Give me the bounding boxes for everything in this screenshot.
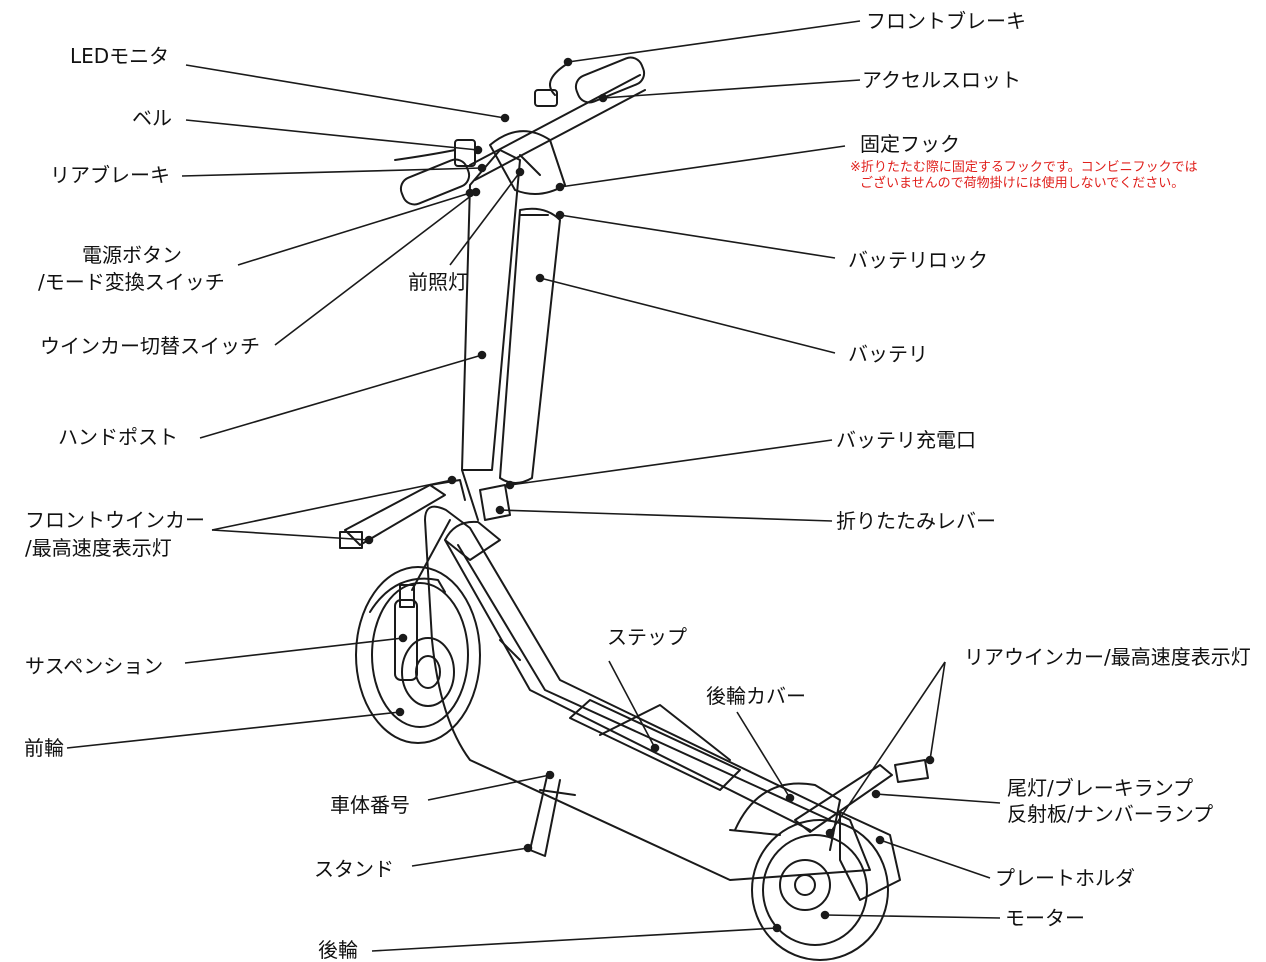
front-wheel-drawing — [355, 566, 481, 744]
rear-wheel-drawing — [729, 782, 889, 961]
label-front-winker-line1: フロントウインカー — [25, 508, 205, 532]
label-suspension: サスペンション — [25, 654, 164, 678]
label-folding-lever: 折りたたみレバー — [836, 509, 996, 533]
label-stand: スタンド — [314, 857, 394, 881]
label-tail-light-line2: 反射板/ナンバーランプ — [1007, 802, 1214, 826]
label-front-winker-line2: /最高速度表示灯 — [25, 536, 172, 560]
label-turn-signal-switch: ウインカー切替スイッチ — [40, 334, 260, 358]
fixing-hook-note-line1: ※折りたたむ際に固定するフックです。コンビニフックでは — [850, 160, 1198, 175]
label-rear-wheel-cover: 後輪カバー — [706, 684, 806, 708]
label-bell: ベル — [132, 106, 172, 130]
label-led-monitor: LEDモニタ — [70, 44, 170, 68]
stand-drawing — [529, 771, 576, 857]
label-rear-brake: リアブレーキ — [50, 163, 170, 187]
plate-holder-drawing — [794, 759, 929, 901]
label-battery-lock: バッテリロック — [848, 248, 988, 272]
label-frame-number: 車体番号 — [330, 793, 410, 817]
front-winker-drawing — [339, 479, 466, 549]
label-front-brake: フロントブレーキ — [866, 9, 1026, 33]
label-motor: モーター — [1005, 906, 1085, 930]
fixing-hook-note-line2: ございませんので荷物掛けには使用しないでください。 — [860, 176, 1185, 191]
label-accel-throttle: アクセルスロット — [862, 68, 1021, 92]
label-fixing-hook: 固定フック — [860, 132, 960, 156]
label-power-button-line1: 電源ボタン — [82, 243, 182, 267]
label-plate-holder: プレートホルダ — [995, 866, 1135, 890]
leader-lines — [66, 20, 1001, 952]
label-battery: バッテリ — [848, 342, 928, 366]
label-rear-winker: リアウインカー/最高速度表示灯 — [964, 645, 1251, 669]
label-tail-light-line1: 尾灯/ブレーキランプ — [1007, 776, 1194, 800]
handpost-drawing — [444, 130, 566, 561]
suspension-drawing — [394, 519, 451, 681]
folding-lever-drawing — [479, 484, 511, 521]
label-handpost: ハンドポスト — [58, 425, 178, 449]
label-rear-wheel: 後輪 — [318, 938, 358, 962]
label-power-button-line2: /モード変換スイッチ — [38, 270, 225, 294]
label-step: ステップ — [607, 625, 687, 649]
label-front-wheel: 前輪 — [24, 736, 64, 760]
label-battery-charge-port: バッテリ充電口 — [836, 428, 976, 452]
label-headlight: 前照灯 — [408, 270, 468, 294]
deck-drawing — [424, 505, 871, 881]
